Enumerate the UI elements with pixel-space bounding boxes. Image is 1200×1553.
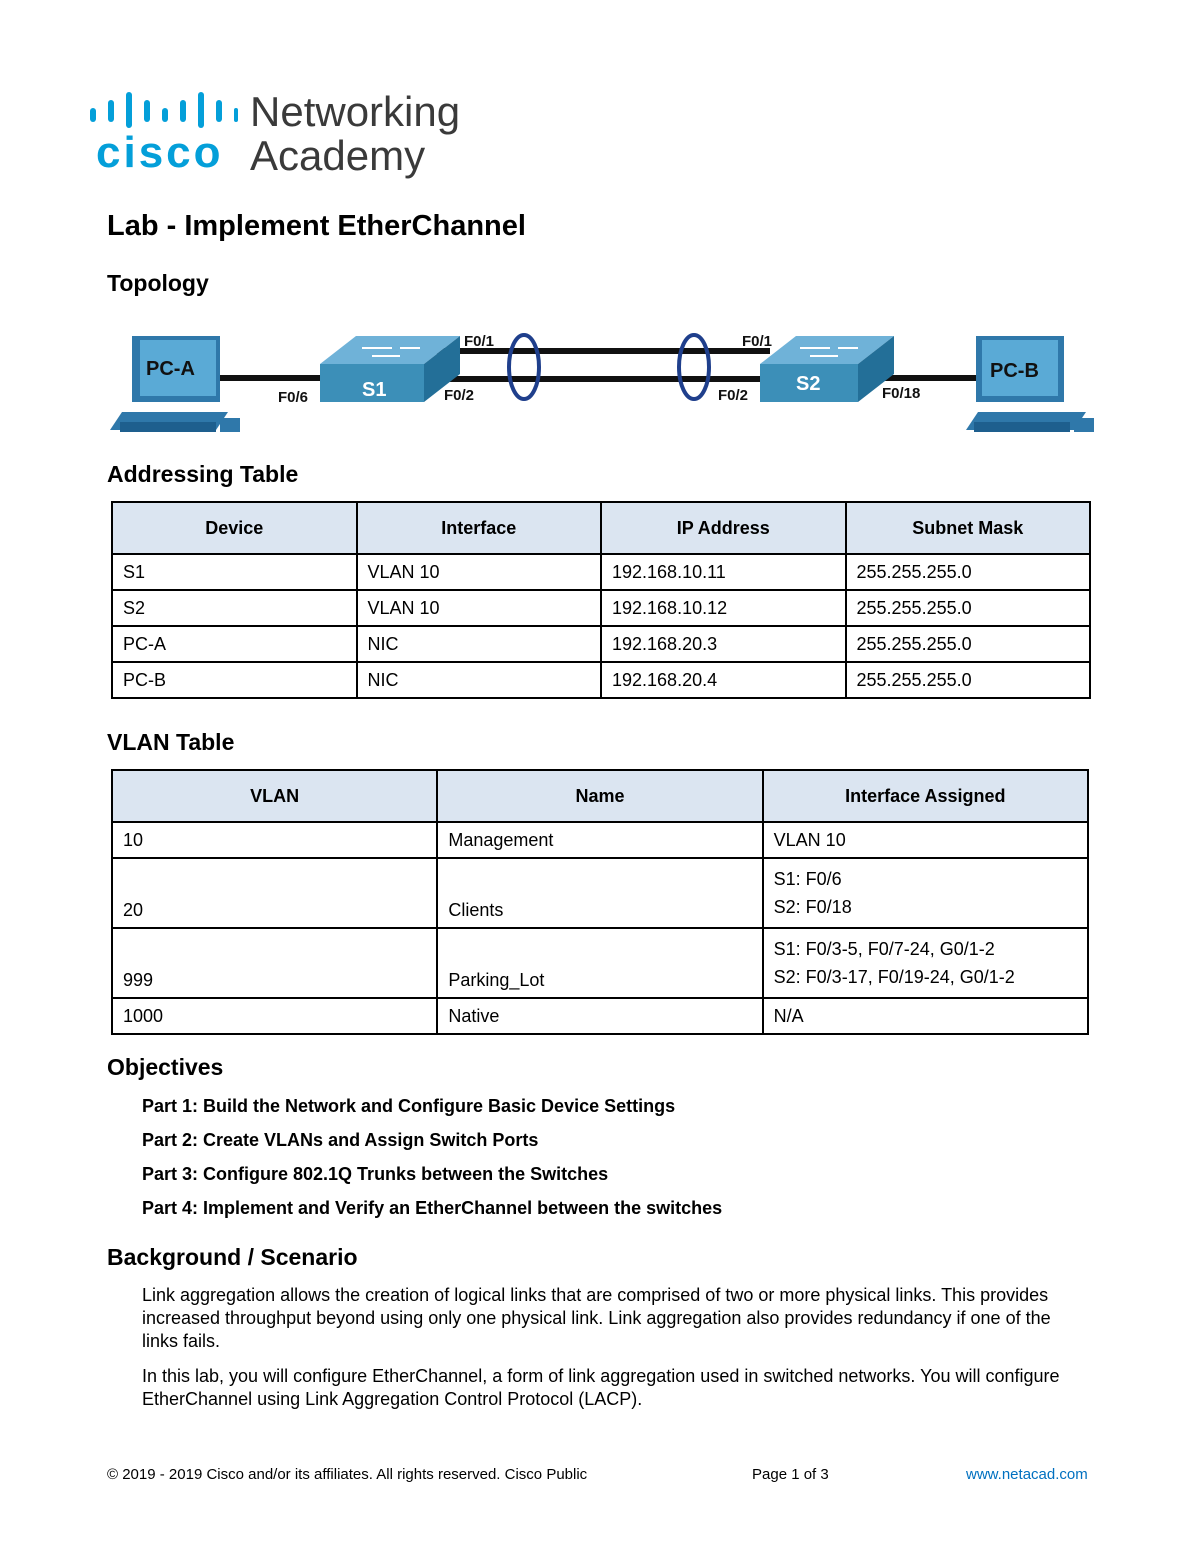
cell-interface: NIC	[355, 661, 602, 699]
objective-part-2: Part 2: Create VLANs and Assign Switch P…	[142, 1130, 539, 1150]
background-paragraph-1: Link aggregation allows the creation of …	[142, 1285, 1051, 1351]
column-header-vlan: VLAN	[110, 769, 439, 823]
cell-interface-assigned: VLAN 10	[761, 821, 1090, 859]
interface-line: S2: F0/18	[773, 897, 852, 917]
vlan-table-heading: VLAN Table	[107, 729, 235, 755]
logo-brand: cisco	[96, 128, 224, 177]
column-header-interface-assigned: Interface Assigned	[761, 769, 1090, 823]
topology-diagram: PC-A S1 S2 PC-B F0/6 F0/1 F0/2 F0/1 F0/2…	[110, 333, 1094, 432]
cell-interface: VLAN 10	[355, 589, 602, 627]
cell-subnet-mask: 255.255.255.0	[844, 625, 1091, 663]
port-label-s1-f01: F0/1	[464, 333, 494, 350]
addressing-table-heading: Addressing Table	[107, 461, 299, 487]
etherchannel-ring-s1	[507, 333, 541, 401]
background-heading: Background / Scenario	[107, 1244, 358, 1270]
column-header-name: Name	[436, 769, 764, 823]
table-row: 20 Clients S1: F0/6 S2: F0/18	[110, 857, 1090, 929]
cell-device: PC-A	[111, 625, 358, 663]
column-header-interface: Interface	[355, 501, 602, 555]
cell-name: Native	[436, 997, 764, 1035]
cisco-bars-icon	[90, 92, 238, 128]
logo-line-academy: Academy	[250, 132, 426, 179]
cell-device: S1	[111, 553, 358, 591]
switch-s1-label: S1	[362, 379, 386, 401]
port-label-s1-f02: F0/2	[444, 387, 474, 404]
logo-line-networking: Networking	[250, 88, 461, 135]
cell-ip-address: 192.168.20.3	[600, 625, 847, 663]
cell-vlan: 10	[110, 821, 439, 859]
interface-line: S1: F0/3-5, F0/7-24, G0/1-2	[773, 939, 995, 959]
cell-device: S2	[111, 589, 358, 627]
cisco-networking-academy-logo: cisco Networking Academy	[88, 88, 468, 180]
switch-s2-label: S2	[796, 373, 820, 395]
cell-ip-address: 192.168.10.11	[600, 553, 847, 591]
column-header-subnet-mask: Subnet Mask	[844, 501, 1091, 555]
cell-vlan: 999	[110, 927, 439, 999]
pc-a-icon	[110, 336, 240, 432]
table-row: PC-A NIC 192.168.20.3 255.255.255.0	[111, 625, 1091, 663]
pc-b-label: PC-B	[990, 360, 1039, 382]
background-paragraph-2: In this lab, you will configure EtherCha…	[142, 1366, 1060, 1409]
table-row: S1 VLAN 10 192.168.10.11 255.255.255.0	[111, 553, 1091, 591]
objective-part-1: Part 1: Build the Network and Configure …	[142, 1096, 676, 1116]
vlan-table: VLAN Name Interface Assigned 10 Manageme…	[110, 769, 1090, 1035]
footer-link[interactable]: www.netacad.com	[966, 1466, 1088, 1483]
cell-interface: VLAN 10	[355, 553, 602, 591]
switch-s1-icon	[320, 336, 460, 402]
table-row: 1000 Native N/A	[110, 997, 1090, 1035]
cell-name: Clients	[436, 857, 764, 929]
addressing-table: Device Interface IP Address Subnet Mask …	[111, 501, 1091, 699]
pc-a-label: PC-A	[146, 358, 195, 380]
cell-ip-address: 192.168.20.4	[600, 661, 847, 699]
switch-s2-icon	[760, 336, 894, 402]
cell-subnet-mask: 255.255.255.0	[844, 661, 1091, 699]
port-label-s2-f018: F0/18	[882, 385, 920, 402]
cell-interface: NIC	[355, 625, 602, 663]
topology-heading: Topology	[107, 270, 209, 296]
port-label-s2-f01: F0/1	[742, 333, 772, 350]
pc-b-icon	[966, 336, 1094, 432]
etherchannel-ring-s2	[677, 333, 711, 401]
column-header-device: Device	[111, 501, 358, 555]
footer-copyright: © 2019 - 2019 Cisco and/or its affiliate…	[107, 1466, 588, 1483]
cell-interface-assigned: S1: F0/3-5, F0/7-24, G0/1-2 S2: F0/3-17,…	[761, 927, 1090, 999]
table-header-row: Device Interface IP Address Subnet Mask	[111, 501, 1091, 555]
cell-device: PC-B	[111, 661, 358, 699]
port-label-s2-f02: F0/2	[718, 387, 748, 404]
objective-part-3: Part 3: Configure 802.1Q Trunks between …	[142, 1164, 609, 1184]
port-label-s1-f06: F0/6	[278, 389, 308, 406]
objectives-heading: Objectives	[107, 1054, 224, 1080]
cell-name: Management	[436, 821, 764, 859]
interface-line: S1: F0/6	[773, 869, 842, 889]
cell-name: Parking_Lot	[436, 927, 764, 999]
table-row: PC-B NIC 192.168.20.4 255.255.255.0	[111, 661, 1091, 699]
page-title: Lab - Implement EtherChannel	[107, 210, 526, 242]
table-row: S2 VLAN 10 192.168.10.12 255.255.255.0	[111, 589, 1091, 627]
table-row: 10 Management VLAN 10	[110, 821, 1090, 859]
table-row: 999 Parking_Lot S1: F0/3-5, F0/7-24, G0/…	[110, 927, 1090, 999]
cell-subnet-mask: 255.255.255.0	[844, 589, 1091, 627]
cell-vlan: 20	[110, 857, 439, 929]
footer-page-number: Page 1 of 3	[752, 1466, 829, 1483]
column-header-ip-address: IP Address	[600, 501, 847, 555]
cell-ip-address: 192.168.10.12	[600, 589, 847, 627]
cell-interface-assigned: N/A	[761, 997, 1090, 1035]
cell-subnet-mask: 255.255.255.0	[844, 553, 1091, 591]
interface-line: S2: F0/3-17, F0/19-24, G0/1-2	[773, 967, 1015, 987]
objective-part-4: Part 4: Implement and Verify an EtherCha…	[142, 1198, 723, 1218]
cell-vlan: 1000	[110, 997, 439, 1035]
cell-interface-assigned: S1: F0/6 S2: F0/18	[761, 857, 1090, 929]
table-header-row: VLAN Name Interface Assigned	[110, 769, 1090, 823]
